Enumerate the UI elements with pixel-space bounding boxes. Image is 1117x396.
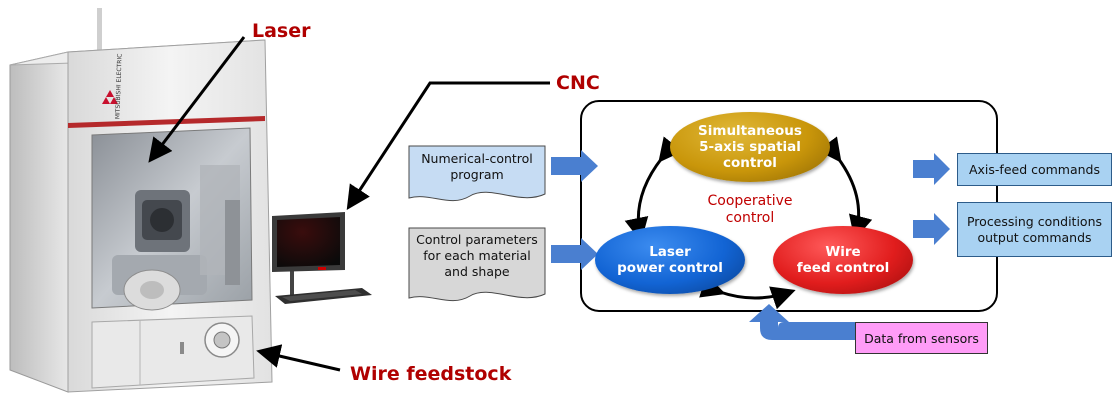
cnc-machine-illustration: MITSUBISHI ELECTRIC [9,8,372,393]
mitsubishi-logo: MITSUBISHI ELECTRIC [102,54,124,120]
wire-feedstock-pointer-arrow [256,344,341,372]
laser-pointer-arrow [148,36,246,163]
laser-label: Laser [252,20,311,42]
wire-feedstock-label: Wire feedstock [350,363,512,385]
control-params-doc [408,227,546,302]
control-params-text: Control parameters for each material and… [416,232,538,279]
laser-power-ellipse: Laser power control [595,226,745,294]
wire-feed-ellipse: Wire feed control [773,226,913,294]
keyboard-icon [275,288,372,304]
output-arrow-axis [913,153,950,185]
coop-arrow-laser-wire [699,274,796,310]
svg-text:MITSUBISHI ELECTRIC: MITSUBISHI ELECTRIC [114,54,123,120]
cnc-pointer-arrow [346,81,550,211]
processing-conditions-box: Processing conditions output commands [957,202,1112,257]
nc-program-text: Numerical-control program [421,151,533,182]
sensor-feedback-arrow [749,304,855,340]
nc-program-doc [408,145,546,202]
input-arrow-params [551,238,598,270]
sensor-data-box: Data from sensors [855,322,988,354]
input-arrow-nc [551,150,598,182]
spatial-control-ellipse: Simultaneous 5-axis spatial control [670,112,830,182]
cooperative-control-label: Cooperative control [707,193,793,226]
axis-feed-box: Axis-feed commands [957,153,1112,186]
cnc-label: CNC [556,72,600,94]
monitor-icon [272,212,345,272]
output-arrow-processing [913,213,950,245]
